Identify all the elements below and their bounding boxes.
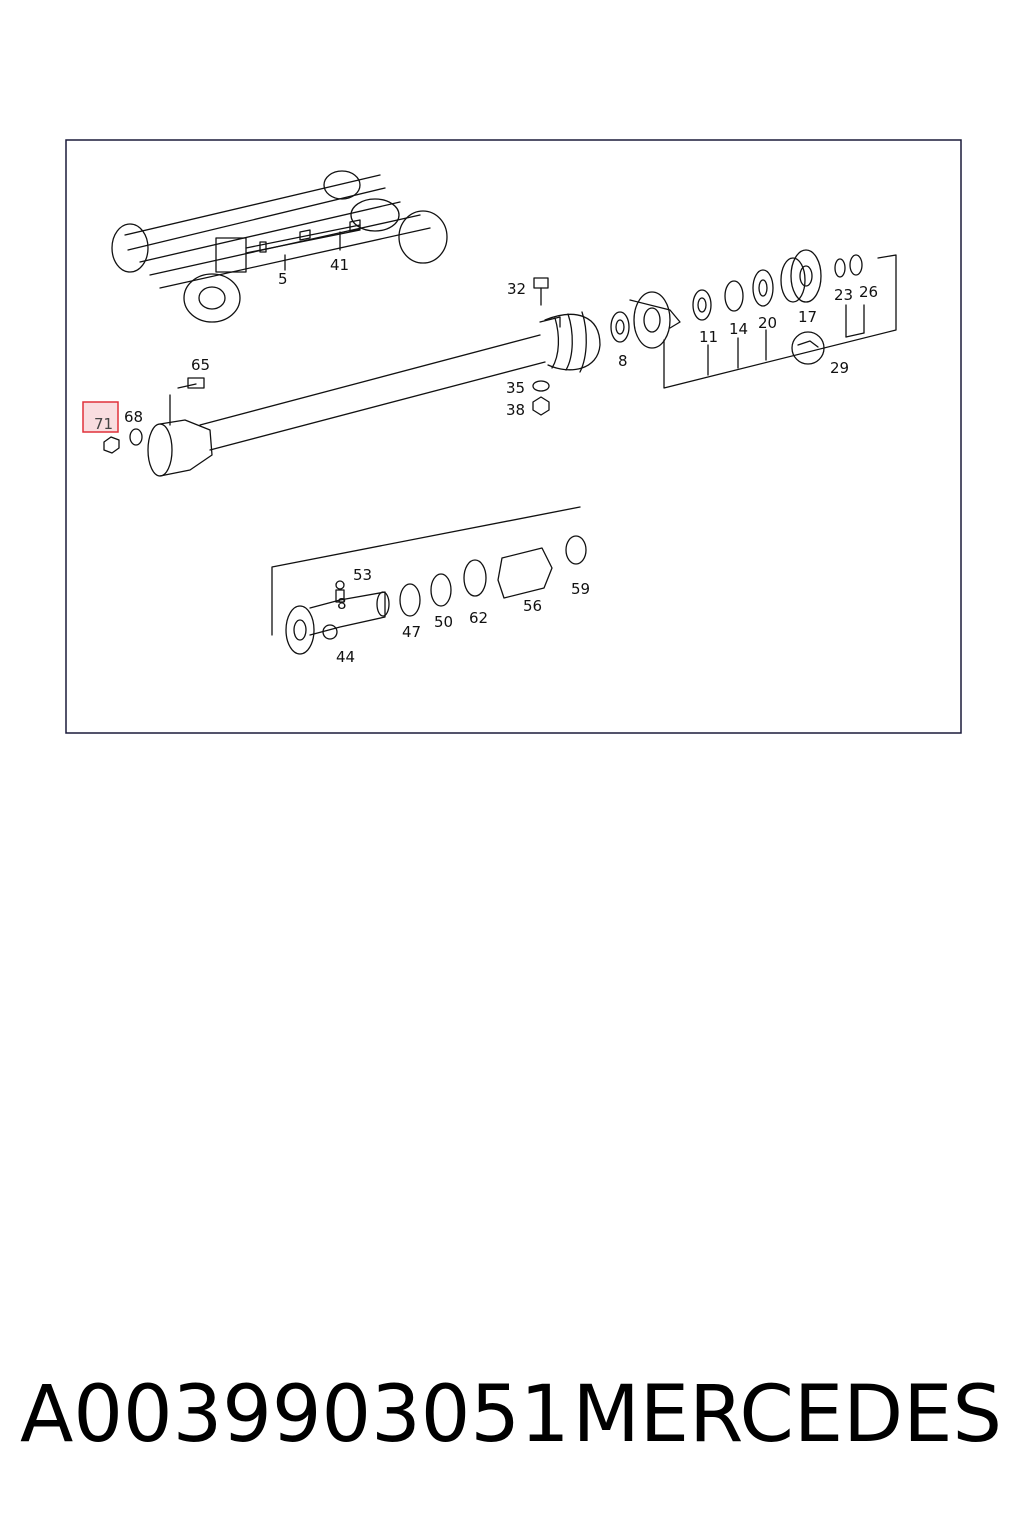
callout-62: 62 <box>469 609 488 627</box>
callout-47: 47 <box>402 623 421 641</box>
center-bearing-group-bracket <box>663 254 897 389</box>
joint-kit-drawing <box>271 506 587 655</box>
callout-44: 44 <box>336 648 355 666</box>
callout-23: 23 <box>834 286 853 304</box>
callout-68: 68 <box>124 408 143 426</box>
callout-8-lower: 8 <box>337 595 347 613</box>
parts-diagram: 5 41 32 8 11 14 20 17 23 26 29 65 68 71 … <box>65 139 962 734</box>
brand-name: MERCEDES <box>572 1370 1003 1460</box>
callout-38: 38 <box>506 401 525 419</box>
diagram-frame <box>65 139 962 734</box>
callout-17: 17 <box>798 308 817 326</box>
highlight-box <box>82 401 119 433</box>
center-bearing-parts <box>610 249 863 365</box>
callout-14: 14 <box>729 320 748 338</box>
callout-29: 29 <box>830 359 849 377</box>
axle-assembly-drawing <box>111 170 448 323</box>
callout-41: 41 <box>330 256 349 274</box>
callout-53: 53 <box>353 566 372 584</box>
footer: A0039903051 MERCEDES <box>0 1370 1024 1470</box>
callout-20: 20 <box>758 314 777 332</box>
callout-56: 56 <box>523 597 542 615</box>
fasteners-drawing <box>103 277 550 454</box>
callout-71: 71 <box>94 415 113 433</box>
callout-65: 65 <box>191 356 210 374</box>
callout-59: 59 <box>571 580 590 598</box>
callout-50: 50 <box>434 613 453 631</box>
propeller-shaft-drawing <box>147 311 601 477</box>
callout-8-upper: 8 <box>618 352 628 370</box>
callout-5: 5 <box>278 270 288 288</box>
part-number: A0039903051 <box>20 1370 570 1460</box>
callout-35: 35 <box>506 379 525 397</box>
callout-32: 32 <box>507 280 526 298</box>
callout-26: 26 <box>859 283 878 301</box>
callout-11: 11 <box>699 328 718 346</box>
